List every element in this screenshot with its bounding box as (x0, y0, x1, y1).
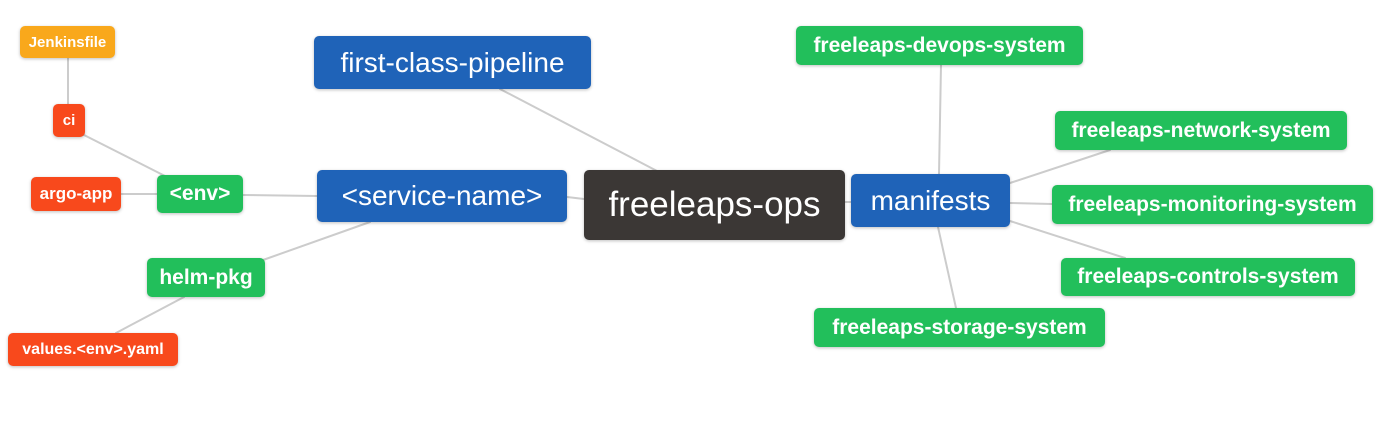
node-helm-pkg[interactable]: helm-pkg (147, 258, 265, 297)
node-freeleaps-ops[interactable]: freeleaps-ops (584, 170, 845, 240)
node-freeleaps-storage-system[interactable]: freeleaps-storage-system (814, 308, 1105, 347)
edge-pipeline-ops (499, 88, 658, 172)
node-ci[interactable]: ci (53, 104, 85, 137)
edge-ci-env (83, 134, 166, 177)
edge-env-service-name (242, 194, 318, 197)
node-freeleaps-monitoring-system[interactable]: freeleaps-monitoring-system (1052, 185, 1373, 224)
node-values-env-yaml[interactable]: values.<env>.yaml (8, 333, 178, 366)
node-argo-app[interactable]: argo-app (31, 177, 121, 211)
edge-values-helm-pkg (115, 296, 185, 334)
edge-manifests-monitoring (1009, 202, 1053, 205)
node-env[interactable]: <env> (157, 175, 243, 213)
node-freeleaps-devops-system[interactable]: freeleaps-devops-system (796, 26, 1083, 65)
edge-helm-pkg-service-name (262, 221, 371, 261)
edge-manifests-storage (937, 226, 957, 309)
edge-manifests-devops (938, 64, 942, 175)
edge-manifests-network (1009, 149, 1111, 184)
node-service-name[interactable]: <service-name> (317, 170, 567, 222)
node-first-class-pipeline[interactable]: first-class-pipeline (314, 36, 591, 89)
node-freeleaps-controls-system[interactable]: freeleaps-controls-system (1061, 258, 1355, 296)
node-jenkinsfile[interactable]: Jenkinsfile (20, 26, 115, 58)
node-manifests[interactable]: manifests (851, 174, 1010, 227)
edge-service-name-ops (566, 196, 585, 200)
edge-manifests-controls (1009, 220, 1126, 259)
node-freeleaps-network-system[interactable]: freeleaps-network-system (1055, 111, 1347, 150)
